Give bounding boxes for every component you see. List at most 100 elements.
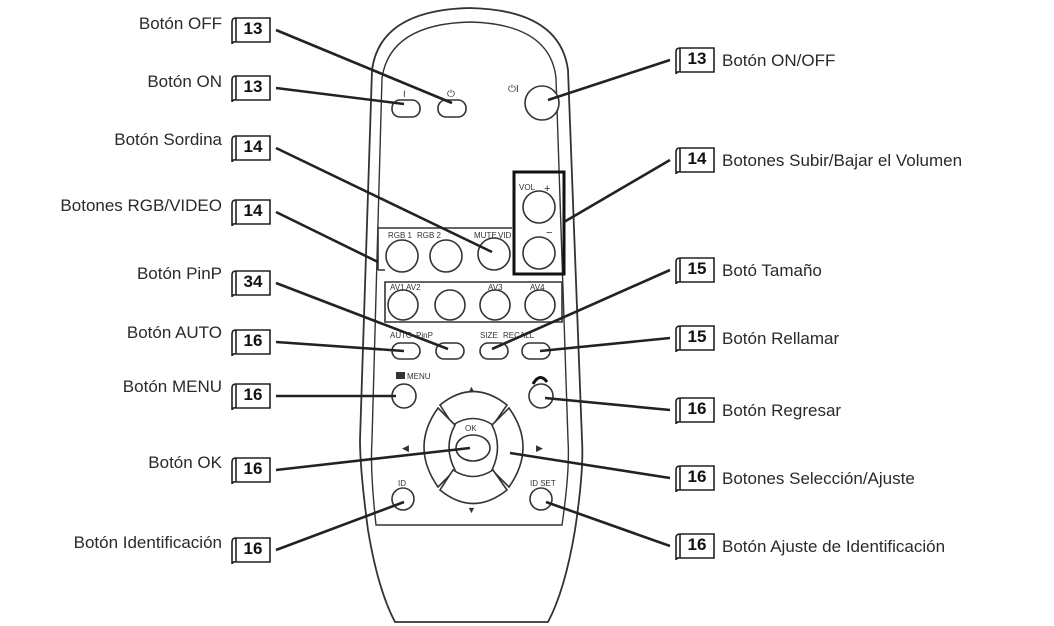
- page-badge-on: 13: [230, 74, 274, 102]
- label-identification-button: Botón Identificación: [73, 533, 222, 552]
- leader-rgb-video: [275, 210, 379, 264]
- right-arrow-icon: ▶: [536, 443, 543, 453]
- page-badge-off: 13: [230, 16, 274, 44]
- ok-label: OK: [465, 424, 477, 433]
- label-return-button: Botón Regresar: [722, 401, 842, 420]
- plus-symbol: +: [544, 183, 550, 195]
- page-badge-auto: 16: [230, 328, 274, 356]
- volume-group-frame: [512, 170, 566, 276]
- volume-up-button[interactable]: [522, 190, 556, 224]
- page-badge-return: 16: [674, 396, 718, 424]
- menu-label: MENU: [407, 372, 431, 381]
- on-symbol: I: [403, 90, 406, 100]
- page-badge-id-set: 16: [674, 532, 718, 560]
- up-arrow-icon: ▲: [467, 384, 476, 394]
- off-button[interactable]: [437, 99, 467, 118]
- mute-label: MUTE: [474, 231, 497, 240]
- av3-button[interactable]: [479, 289, 511, 321]
- av3-label: AV3: [488, 283, 503, 292]
- leader-lines: [275, 28, 671, 552]
- recall-label: RECALL: [503, 331, 535, 340]
- leader-recall: [539, 336, 671, 353]
- label-selection-buttons: Botones Selección/Ajuste: [722, 469, 915, 488]
- label-size-button: Botó Tamaño: [722, 261, 822, 280]
- label-on-button: Botón ON: [147, 72, 222, 91]
- leader-mute: [275, 146, 493, 254]
- label-menu-button: Botón MENU: [122, 377, 222, 396]
- ok-button[interactable]: [455, 434, 491, 462]
- power-icon: ⏻I: [508, 84, 519, 95]
- nav-right-button[interactable]: [491, 406, 524, 489]
- return-icon: [531, 376, 549, 385]
- av2-button[interactable]: [434, 289, 466, 321]
- minus-symbol: −: [546, 227, 552, 239]
- nav-up-button[interactable]: [438, 390, 509, 427]
- page-badge-size: 15: [674, 256, 718, 284]
- label-auto-button: Botón AUTO: [126, 323, 222, 342]
- size-label: SIZE: [480, 331, 498, 340]
- page-badge-selection: 16: [674, 464, 718, 492]
- vol-label: VOL: [519, 183, 536, 192]
- id-set-button[interactable]: [529, 487, 553, 511]
- rgb-video-group-frame: [377, 227, 563, 323]
- av4-button[interactable]: [524, 289, 556, 321]
- remote-inner-outline: [370, 21, 570, 526]
- rgb2-button[interactable]: [429, 239, 463, 273]
- pinp-label: PinP: [416, 331, 433, 340]
- label-rgb-video-buttons: Botones RGB/VIDEO: [60, 196, 222, 215]
- label-id-set-button: Botón Ajuste de Identificación: [722, 537, 946, 556]
- page-badge-rgb-video: 14: [230, 198, 274, 226]
- return-button[interactable]: [528, 383, 554, 409]
- label-mute-button: Botón Sordina: [114, 130, 222, 149]
- leader-on-off: [547, 58, 671, 102]
- av2-label: AV2: [406, 283, 421, 292]
- mute-button[interactable]: [477, 237, 511, 271]
- label-on-off-button: Botón ON/OFF: [722, 51, 836, 70]
- av1-label: AV1: [390, 283, 405, 292]
- leader-return: [544, 396, 671, 412]
- leader-on: [275, 86, 405, 106]
- av1-button[interactable]: [387, 289, 419, 321]
- label-pinp-button: Botón PinP: [136, 264, 222, 283]
- leader-selection: [509, 451, 671, 480]
- label-recall-button: Botón Rellamar: [722, 329, 840, 348]
- volume-down-button[interactable]: [522, 236, 556, 270]
- menu-icon: [396, 372, 405, 379]
- leader-pinp: [275, 281, 449, 351]
- leader-size: [491, 268, 671, 351]
- av4-label: AV4: [530, 283, 545, 292]
- id-label: ID: [398, 479, 406, 488]
- label-volume-buttons: Botones Subir/Bajar el Volumen: [722, 151, 963, 170]
- label-ok-button: Botón OK: [148, 453, 222, 472]
- size-button[interactable]: [479, 342, 509, 360]
- rgb1-label: RGB 1: [388, 231, 413, 240]
- page-badge-volume: 14: [674, 146, 718, 174]
- id-button[interactable]: [391, 487, 415, 511]
- on-off-button[interactable]: [524, 85, 560, 121]
- rgb1-button[interactable]: [385, 239, 419, 273]
- standby-icon: ⏻: [447, 89, 455, 100]
- nav-down-button[interactable]: [438, 468, 509, 505]
- rgb2-label: RGB 2: [417, 231, 442, 240]
- remote-outline: [359, 7, 584, 623]
- down-arrow-icon: ▼: [467, 505, 476, 515]
- auto-label: AUTO: [390, 331, 412, 340]
- vid-label: VID: [498, 231, 512, 240]
- leader-id: [275, 500, 405, 552]
- nav-left-button[interactable]: [423, 406, 456, 489]
- leader-id-set: [545, 500, 671, 548]
- page-badge-identification: 16: [230, 536, 274, 564]
- leader-off: [275, 28, 453, 105]
- page-badge-menu: 16: [230, 382, 274, 410]
- page-badge-on-off: 13: [674, 46, 718, 74]
- idset-label: ID SET: [530, 479, 556, 488]
- label-off-button: Botón OFF: [138, 14, 222, 33]
- page-badge-pinp: 34: [230, 269, 274, 297]
- page-badge-mute: 14: [230, 134, 274, 162]
- leader-volume: [563, 158, 671, 224]
- leader-ok: [275, 446, 471, 472]
- leader-auto: [275, 340, 405, 353]
- left-arrow-icon: ◀: [402, 443, 409, 453]
- page-badge-recall: 15: [674, 324, 718, 352]
